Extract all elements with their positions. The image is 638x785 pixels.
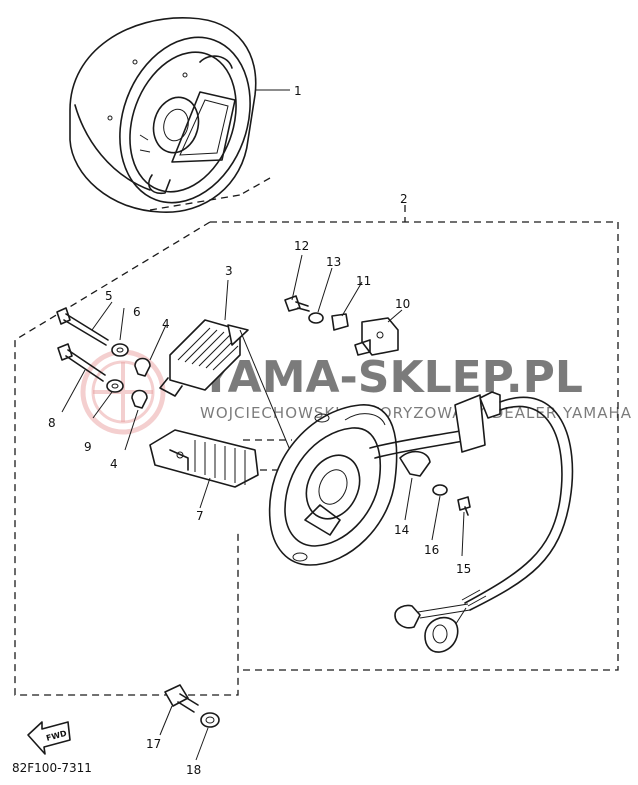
callout-3: 3 — [225, 264, 233, 278]
callout-14: 14 — [394, 523, 409, 537]
part-7-pulser-coil — [149, 429, 259, 488]
callout-5: 5 — [105, 289, 113, 303]
callout-7: 7 — [196, 509, 204, 523]
part-3-charge-coil — [159, 319, 291, 451]
callout-4-lower: 4 — [110, 457, 118, 471]
part-2-stator-base-plate — [268, 404, 398, 566]
callout-13: 13 — [326, 255, 341, 269]
wire-harness — [369, 391, 574, 653]
part-12-screw — [284, 295, 310, 312]
callout-2: 2 — [400, 192, 408, 206]
callout-16: 16 — [424, 543, 439, 557]
watermark: YAMA-SKLEP.PL WOJCIECHOWSKI AUTORYZOWANY… — [80, 349, 632, 435]
callout-11: 11 — [356, 274, 371, 288]
callout-12: 12 — [294, 239, 309, 253]
watermark-sub-text: WOJCIECHOWSKI AUTORYZOWANY DEALER YAMAHA — [200, 404, 632, 422]
fwd-arrow-icon: FWD — [27, 721, 71, 755]
callout-9: 9 — [84, 440, 92, 454]
part-code: 82F100-7311 — [12, 761, 92, 775]
part-8-screw — [57, 343, 106, 382]
part-6-washer — [111, 343, 129, 357]
callout-15: 15 — [456, 562, 471, 576]
watermark-logo-icon — [80, 349, 166, 435]
part-14-clamp — [399, 450, 431, 477]
callout-8: 8 — [48, 416, 56, 430]
callout-6: 6 — [133, 305, 141, 319]
callout-10: 10 — [395, 297, 410, 311]
watermark-main-text: YAMA-SKLEP.PL — [199, 352, 583, 403]
part-13-washer — [308, 312, 324, 324]
part-1-flywheel-rotor — [69, 17, 290, 213]
part-16-washer — [432, 484, 448, 496]
part-4-clip-upper — [134, 357, 151, 377]
part-17-bolt — [164, 684, 199, 713]
part-5-screw — [56, 307, 109, 346]
callout-labels: 1 2 3 4 4 5 6 7 8 9 10 11 12 13 14 15 16… — [48, 84, 471, 777]
part-18-washer — [200, 712, 220, 728]
part-4-clip-lower — [131, 389, 148, 409]
callout-1: 1 — [294, 84, 302, 98]
part-9-washer — [106, 379, 124, 393]
callout-4-upper: 4 — [162, 317, 170, 331]
part-10-bracket — [354, 317, 399, 356]
callout-17: 17 — [146, 737, 161, 751]
part-11-clip — [331, 313, 349, 331]
leader-lines — [61, 89, 465, 761]
part-15-screw — [457, 496, 471, 516]
callout-18: 18 — [186, 763, 201, 777]
